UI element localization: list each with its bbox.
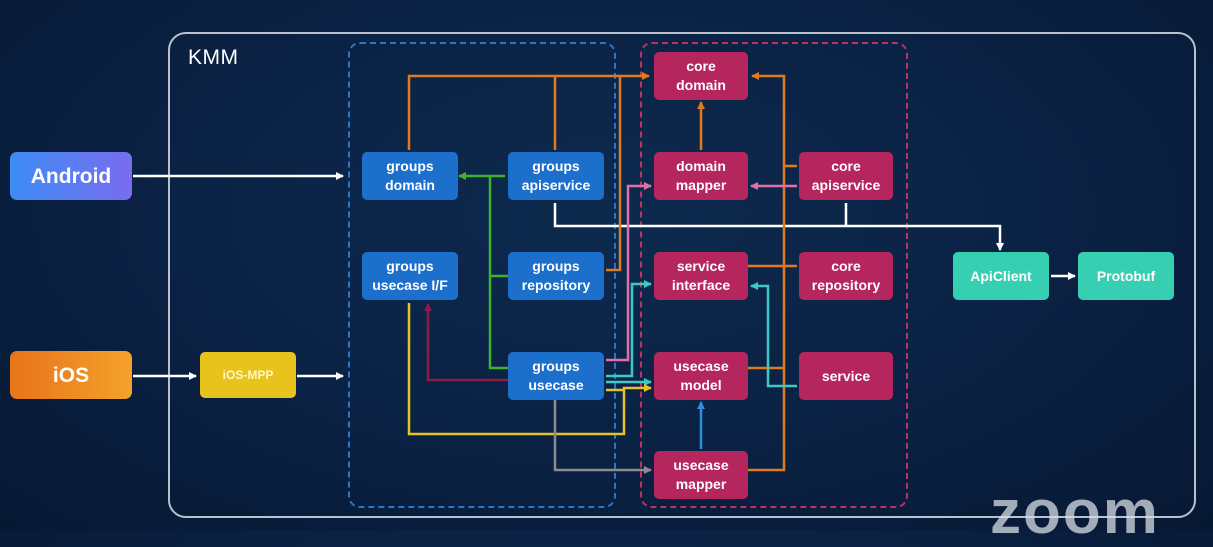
domain-mapper-node: domain mapper — [654, 152, 748, 200]
maroon-usecase-to-usecase-if-arrow — [424, 303, 508, 382]
groups-repository-node: groups repository — [508, 252, 604, 300]
usecase-mapper-node: usecase mapper — [654, 451, 748, 499]
cyan-service-to-interface-arrow — [750, 282, 797, 388]
usecase-model-node: usecase model — [654, 352, 748, 400]
orange-core-bus — [747, 72, 786, 472]
orange-groups-to-core-domain-arrow — [407, 72, 650, 150]
service-interface-node: service interface — [654, 252, 748, 300]
ios-node: iOS — [10, 351, 132, 399]
groups-domain-node: groups domain — [362, 152, 458, 200]
service-node: service — [799, 352, 893, 400]
core-repository-node: core repository — [799, 252, 893, 300]
zoom-watermark: zoom — [990, 478, 1160, 547]
apiclient-node: ApiClient — [953, 252, 1049, 300]
yellow-usecase-if-to-model-arrow — [407, 303, 652, 436]
groups-usecase-if-node: groups usecase I/F — [362, 252, 458, 300]
groups-usecase-node: groups usecase — [508, 352, 604, 400]
connector-layer — [189, 72, 1076, 474]
orange-repo-riser — [606, 76, 622, 272]
kmm-label: KMM — [188, 46, 239, 69]
green-bus — [488, 176, 508, 370]
core-apiservice-node: core apiservice — [799, 152, 893, 200]
core-module-boundary — [640, 42, 908, 508]
ios-mpp-node: iOS-MPP — [200, 352, 296, 398]
groups-module-boundary — [348, 42, 616, 508]
apiservice-to-apiclient-arrow — [553, 203, 1004, 251]
gray-usecase-to-mapper-arrow — [553, 400, 652, 474]
android-node: Android — [10, 152, 132, 200]
protobuf-node: Protobuf — [1078, 252, 1174, 300]
architecture-diagram: KMM — [10, 32, 1196, 544]
cyan-usecase-to-service-interface-arrow — [606, 280, 652, 378]
pink-usecase-to-domain-mapper-arrow — [606, 182, 652, 362]
core-domain-node: core domain — [654, 52, 748, 100]
kmm-frame — [168, 32, 1196, 518]
groups-apiservice-node: groups apiservice — [508, 152, 604, 200]
